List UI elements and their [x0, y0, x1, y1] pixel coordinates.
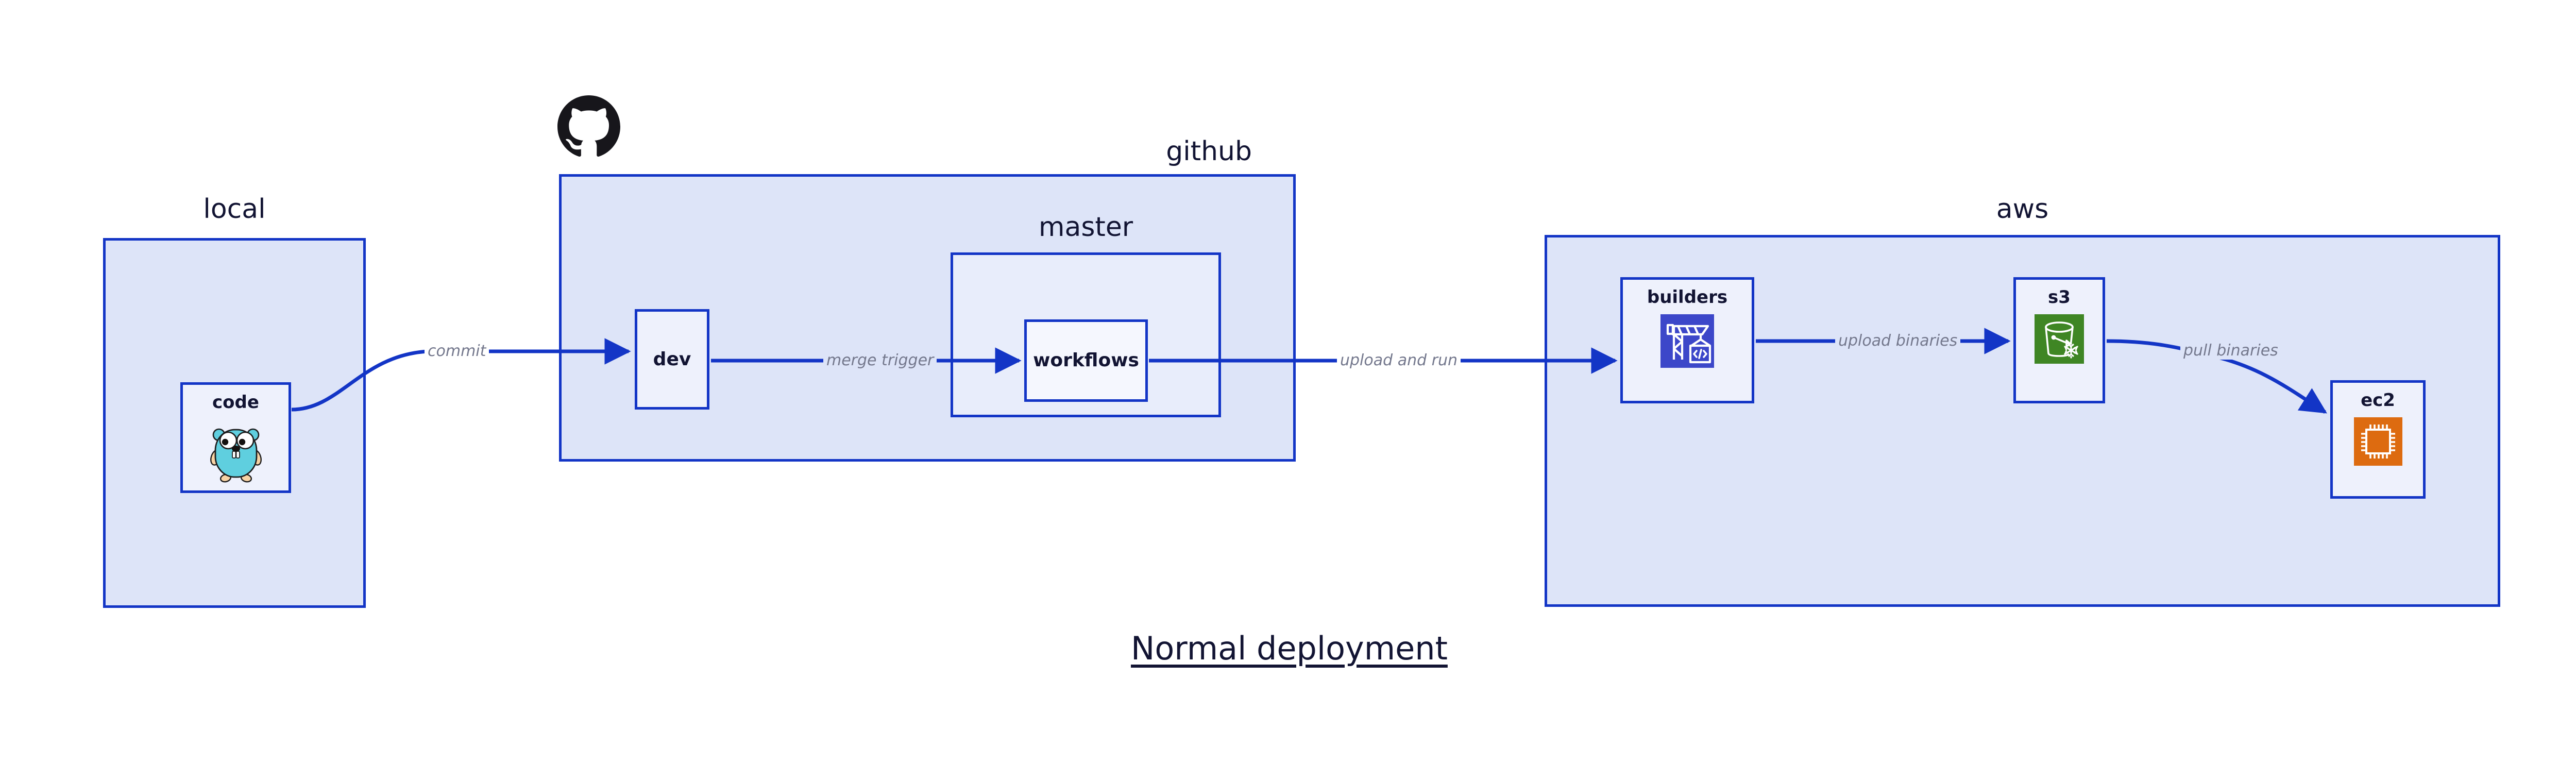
- cluster-label-local: local: [203, 194, 266, 225]
- go-gopher-icon: [209, 419, 263, 485]
- aws-ec2-icon: [2353, 417, 2402, 468]
- edge-label-commit: commit: [425, 343, 489, 360]
- node-builders[interactable]: builders: [1620, 277, 1754, 403]
- diagram-title: Normal deployment: [1131, 630, 1448, 667]
- edge-label-merge-trigger: merge trigger: [823, 352, 937, 369]
- aws-s3-glacier-icon: [2035, 314, 2084, 366]
- aws-codebuild-icon: [1660, 314, 1714, 370]
- node-code[interactable]: code: [180, 382, 291, 493]
- node-code-label: code: [212, 392, 259, 413]
- node-workflows[interactable]: workflows: [1024, 319, 1148, 402]
- node-workflows-label: workflows: [1033, 350, 1139, 371]
- node-ec2[interactable]: ec2: [2330, 380, 2426, 499]
- node-builders-label: builders: [1647, 287, 1728, 308]
- github-octocat-icon: [557, 95, 620, 160]
- cluster-label-github: github: [1166, 136, 1252, 167]
- edge-label-pull-binaries: pull binaries: [2180, 342, 2281, 360]
- edge-label-upload-and-run: upload and run: [1337, 352, 1461, 369]
- node-dev[interactable]: dev: [635, 309, 709, 410]
- node-s3[interactable]: s3: [2013, 277, 2105, 403]
- edge-label-upload-binaries: upload binaries: [1835, 332, 1961, 350]
- cluster-label-aws: aws: [1996, 194, 2049, 225]
- node-ec2-label: ec2: [2361, 390, 2395, 411]
- cluster-label-master: master: [1038, 212, 1133, 243]
- node-dev-label: dev: [653, 348, 691, 370]
- node-s3-label: s3: [2048, 287, 2071, 308]
